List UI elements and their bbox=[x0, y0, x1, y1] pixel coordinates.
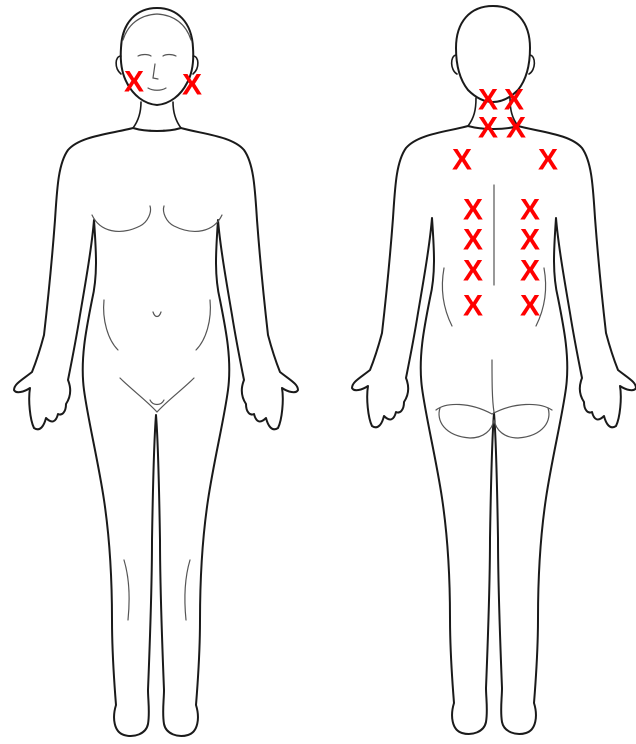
back-marker-right-3: X bbox=[520, 255, 540, 288]
back-marker-left-3: X bbox=[463, 255, 483, 288]
back-marker-right-4: X bbox=[520, 290, 540, 323]
back-marker-left-2: X bbox=[463, 224, 483, 257]
front-marker-left-jaw: X bbox=[124, 66, 144, 99]
front-body-figure bbox=[14, 8, 298, 736]
back-marker-right-shoulder: X bbox=[538, 144, 558, 177]
front-marker-right-jaw: X bbox=[182, 69, 202, 102]
back-marker-left-shoulder: X bbox=[452, 144, 472, 177]
back-marker-neck-3: X bbox=[478, 112, 498, 145]
back-marker-right-1: X bbox=[520, 194, 540, 227]
back-marker-right-2: X bbox=[520, 224, 540, 257]
back-marker-left-4: X bbox=[463, 290, 483, 323]
back-marker-neck-4: X bbox=[506, 112, 526, 145]
front-torso bbox=[14, 128, 298, 736]
back-marker-left-1: X bbox=[463, 194, 483, 227]
